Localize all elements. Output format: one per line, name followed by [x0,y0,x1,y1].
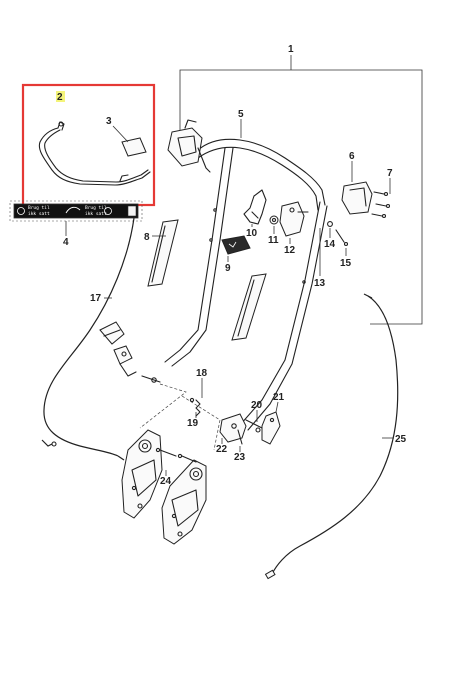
part-24-side-plate-right [161,459,207,545]
label-part-23: 23 [234,452,246,463]
part-19-spring [189,397,201,418]
part-1-assembly-bracket [179,55,423,325]
assembly-guide-line-2 [181,395,221,451]
assembly-guide-line-1 [139,383,187,429]
label-part-19: 19 [187,418,199,429]
sticker-left-top: Brug til [28,205,50,211]
label-part-18: 18 [196,368,208,379]
part-11-nut [269,215,279,234]
label-part-12: 12 [284,245,296,256]
sticker-right-top: Brug til [85,205,107,211]
part-25-cable-right [264,293,399,580]
label-part-24: 24 [160,476,172,487]
cable-fitting-left [99,321,161,383]
part-15-screw [335,229,349,256]
part-5-upper-handle [164,119,328,431]
label-part-17: 17 [90,293,102,304]
label-part-11: 11 [268,235,279,246]
label-part-9: 9 [225,263,231,274]
label-part-20: 20 [251,400,263,411]
part-14-washer [327,221,333,238]
handle-control-block [167,119,211,173]
part-17-cable-left [41,217,135,461]
part-4-sticker: Brug til ikk satt Brug til ikk satt [9,200,143,236]
part-24-screws [155,447,197,476]
label-part-3: 3 [106,116,112,127]
part-23-screw [237,429,243,452]
label-part-2: 2 [57,92,63,103]
part-8-grip [147,219,179,287]
label-part-15: 15 [340,258,352,269]
part-22-lower-bracket [219,413,247,444]
part-9-knob [221,235,251,262]
grip-lower [231,273,267,341]
label-part-1: 1 [288,44,294,55]
part-12-bracket [279,201,309,244]
part-7-screws [371,178,391,219]
label-part-21: 21 [273,392,285,403]
part-21-handle-lever [261,401,281,445]
part-24-side-plate-left [121,429,163,519]
label-part-6: 6 [349,151,355,162]
label-part-10: 10 [246,228,258,239]
label-part-8: 8 [144,232,150,243]
label-2-highlight [56,91,65,102]
sticker-right-bottom: ikk satt [85,211,107,217]
label-part-4: 4 [63,237,69,248]
part-10-lever [243,189,267,227]
label-part-14: 14 [324,239,336,250]
label-part-7: 7 [387,168,393,179]
part-2-wire-bracket [38,121,151,186]
label-part-25: 25 [395,434,407,445]
label-part-5: 5 [238,109,244,120]
sticker-left-bottom: ikk satt [28,211,50,217]
part-3-bracket-plate [112,125,147,157]
label-part-22: 22 [216,444,228,455]
label-part-13: 13 [314,278,326,289]
part-6-control-cover [341,161,373,215]
